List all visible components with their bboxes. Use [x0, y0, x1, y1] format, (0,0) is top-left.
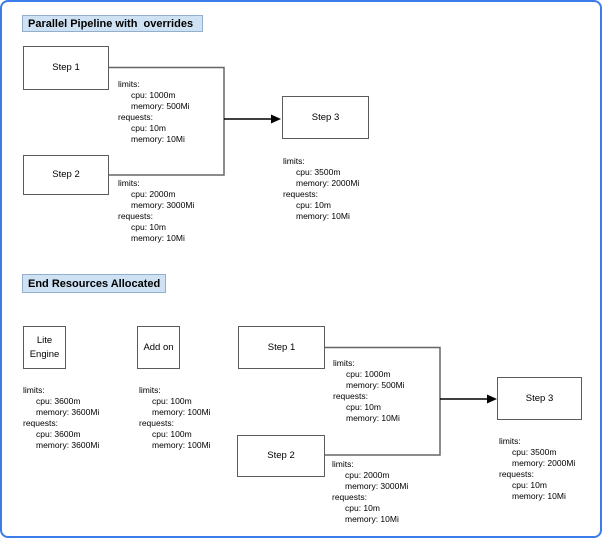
resource-line: limits:: [23, 385, 45, 395]
resource-line: requests:: [332, 492, 367, 502]
resource-line: cpu: 3600m: [36, 396, 81, 406]
resources-end-step3: limits: cpu: 3500m memory: 2000Mi reques…: [499, 436, 575, 502]
resource-line: memory: 10Mi: [346, 413, 400, 423]
resource-line: requests:: [118, 112, 153, 122]
resources-pipeline-step3: limits: cpu: 3500m memory: 2000Mi reques…: [283, 156, 359, 222]
top-arrowhead-icon: [271, 114, 281, 124]
resource-line: memory: 10Mi: [131, 134, 185, 144]
resource-line: memory: 3000Mi: [131, 200, 195, 210]
resource-line: requests:: [118, 211, 153, 221]
resource-line: cpu: 10m: [131, 123, 166, 133]
resource-line: memory: 500Mi: [131, 101, 190, 111]
bottom-arrowhead-icon: [487, 394, 497, 404]
resources-end-step1: limits: cpu: 1000m memory: 500Mi request…: [333, 358, 405, 424]
resource-line: requests:: [283, 189, 318, 199]
resource-line: memory: 10Mi: [131, 233, 185, 243]
section-title-parallel-pipeline: Parallel Pipeline with overrides: [22, 15, 203, 32]
resource-line: cpu: 2000m: [131, 189, 176, 199]
resources-add-on: limits: cpu: 100m memory: 100Mi requests…: [139, 385, 211, 451]
node-pipeline-step1: Step 1: [23, 46, 109, 90]
resource-line: cpu: 1000m: [346, 369, 391, 379]
node-lite-engine: Lite Engine: [23, 326, 66, 369]
resources-pipeline-step1: limits: cpu: 1000m memory: 500Mi request…: [118, 79, 190, 145]
resource-line: limits:: [118, 178, 140, 188]
resource-line: limits:: [332, 459, 354, 469]
resource-line: memory: 2000Mi: [512, 458, 576, 468]
top-bracket-connector: [109, 66, 225, 176]
resource-line: memory: 3600Mi: [36, 407, 100, 417]
resource-line: memory: 3600Mi: [36, 440, 100, 450]
resource-line: cpu: 100m: [152, 396, 192, 406]
resource-line: memory: 2000Mi: [296, 178, 360, 188]
resource-line: memory: 10Mi: [296, 211, 350, 221]
node-pipeline-step3: Step 3: [282, 96, 369, 139]
resource-line: cpu: 2000m: [345, 470, 390, 480]
resource-line: requests:: [23, 418, 58, 428]
node-end-step3: Step 3: [497, 377, 582, 420]
resource-line: limits:: [333, 358, 355, 368]
resource-line: cpu: 10m: [512, 480, 547, 490]
resource-line: memory: 3000Mi: [345, 481, 409, 491]
resource-line: memory: 500Mi: [346, 380, 405, 390]
resource-line: memory: 10Mi: [512, 491, 566, 501]
resource-line: memory: 100Mi: [152, 440, 211, 450]
resource-line: cpu: 10m: [345, 503, 380, 513]
resources-end-step2: limits: cpu: 2000m memory: 3000Mi reques…: [332, 459, 408, 525]
resource-line: cpu: 3500m: [512, 447, 557, 457]
resource-line: limits:: [499, 436, 521, 446]
resource-line: memory: 100Mi: [152, 407, 211, 417]
resource-line: cpu: 10m: [296, 200, 331, 210]
resource-line: limits:: [118, 79, 140, 89]
section-title-end-resources: End Resources Allocated: [22, 274, 166, 293]
resource-line: requests:: [333, 391, 368, 401]
node-end-step1: Step 1: [238, 326, 325, 369]
resource-line: cpu: 10m: [131, 222, 166, 232]
resource-line: limits:: [139, 385, 161, 395]
resource-line: memory: 10Mi: [345, 514, 399, 524]
resource-line: requests:: [499, 469, 534, 479]
resources-pipeline-step2: limits: cpu: 2000m memory: 3000Mi reques…: [118, 178, 194, 244]
resource-line: limits:: [283, 156, 305, 166]
resource-line: cpu: 3500m: [296, 167, 341, 177]
resource-line: cpu: 3600m: [36, 429, 81, 439]
node-pipeline-step2: Step 2: [23, 155, 109, 195]
node-end-step2: Step 2: [237, 435, 325, 477]
resource-line: cpu: 100m: [152, 429, 192, 439]
resource-line: requests:: [139, 418, 174, 428]
resource-line: cpu: 1000m: [131, 90, 176, 100]
resource-line: cpu: 10m: [346, 402, 381, 412]
node-add-on: Add on: [137, 326, 180, 369]
bottom-bracket-connector: [325, 346, 441, 456]
resources-lite-engine: limits: cpu: 3600m memory: 3600Mi reques…: [23, 385, 99, 451]
